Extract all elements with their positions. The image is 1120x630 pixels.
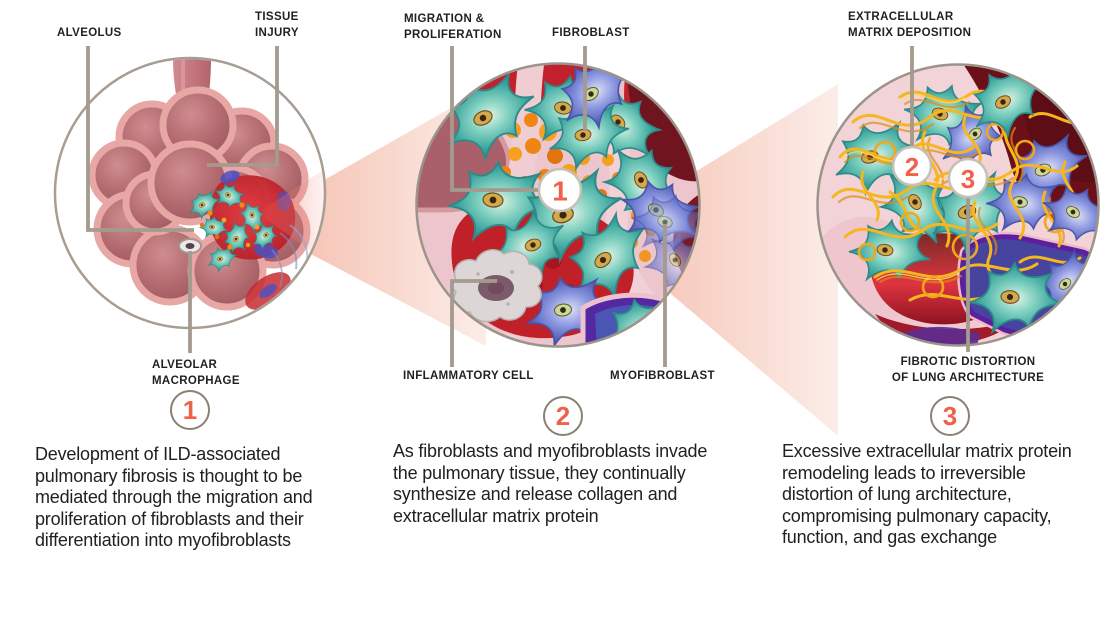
step-3-description: Excessive extracellular matrix protein r… bbox=[782, 441, 1072, 548]
illustration-ecm-deposition bbox=[816, 63, 1100, 347]
step-1-description: Development of ILD-associated pulmonary … bbox=[35, 444, 313, 551]
marker-2-badge: 2 bbox=[891, 145, 933, 187]
marker-2-number: 2 bbox=[905, 152, 919, 182]
callout-line-alveolus bbox=[86, 46, 194, 232]
label-myofibroblast: MYOFIBROBLAST bbox=[610, 370, 715, 382]
marker-3-number: 3 bbox=[961, 164, 975, 194]
step-3-number: 3 bbox=[942, 400, 958, 431]
callout-line-tissue-injury bbox=[207, 46, 279, 167]
marker-1-badge: 1 bbox=[537, 167, 583, 213]
callout-line-migration-proliferation bbox=[450, 46, 538, 192]
label-migration-proliferation: MIGRATION & PROLIFERATION bbox=[404, 13, 502, 41]
step-2-badge: 2 bbox=[543, 396, 583, 436]
purple-bottom bbox=[900, 326, 980, 346]
illustration-alveolus bbox=[53, 56, 327, 330]
label-ecm-deposition: EXTRACELLULAR MATRIX DEPOSITION bbox=[848, 11, 972, 39]
marker-1-number: 1 bbox=[552, 176, 568, 207]
label-alveolar-macrophage: ALVEOLAR MACROPHAGE bbox=[152, 359, 240, 387]
label-fibroblast: FIBROBLAST bbox=[552, 27, 630, 39]
label-fibrotic-distortion: FIBROTIC DISTORTION OF LUNG ARCHITECTURE bbox=[891, 356, 1045, 384]
illustration-fibroblast-invasion bbox=[415, 62, 701, 348]
step-1-number: 1 bbox=[182, 394, 198, 425]
step-3-badge: 3 bbox=[930, 396, 970, 436]
inflammatory-cell bbox=[451, 249, 543, 323]
step-2-number: 2 bbox=[555, 400, 571, 431]
alveolar-macrophage-cell bbox=[178, 238, 202, 254]
label-tissue-injury: TISSUE INJURY bbox=[255, 11, 299, 39]
marker-3-badge: 3 bbox=[947, 157, 989, 199]
callout-line-inflammatory-cell bbox=[450, 279, 497, 367]
migrating-cells bbox=[184, 178, 283, 275]
label-alveolus: ALVEOLUS bbox=[57, 27, 122, 39]
label-inflammatory-cell: INFLAMMATORY CELL bbox=[403, 370, 534, 382]
red-beam bbox=[257, 163, 324, 267]
step-2-description: As fibroblasts and myofibroblasts invade… bbox=[393, 441, 708, 526]
step-1-badge: 1 bbox=[170, 390, 210, 430]
